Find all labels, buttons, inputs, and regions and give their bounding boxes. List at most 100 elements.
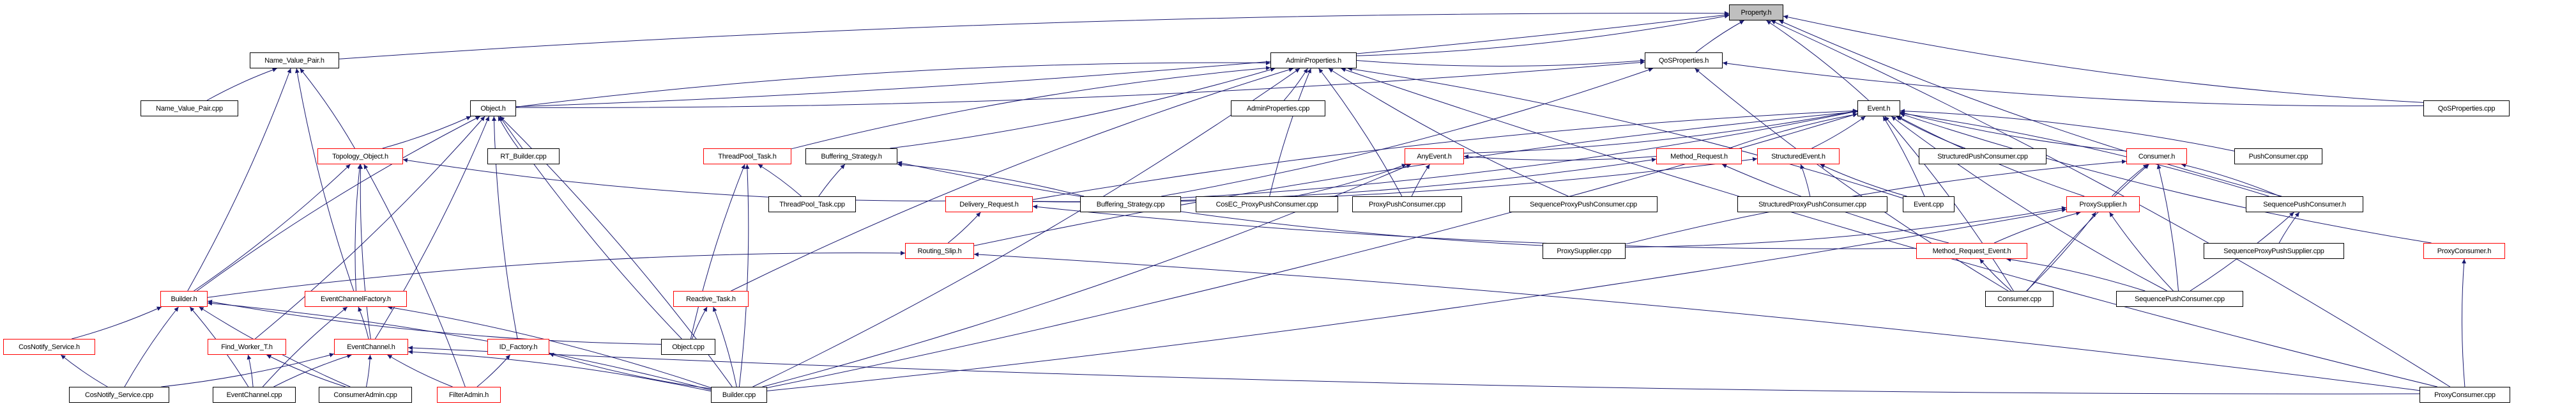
graph-node-threadpool-task-cpp[interactable]: ThreadPool_Task.cpp (768, 196, 856, 212)
node-label: Find_Worker_T.h (221, 343, 273, 351)
graph-node-find-worker-t-h[interactable]: Find_Worker_T.h (208, 339, 286, 355)
graph-node-qosproperties-h[interactable]: QoSProperties.h (1645, 52, 1723, 68)
edge-qosproperties-cpp-to-property-h (1783, 15, 2424, 103)
edge-structuredpushconsumer-cpp-to-event-h (1896, 116, 1966, 149)
node-label: SequencePushConsumer.h (2263, 200, 2346, 208)
graph-node-consumer-h[interactable]: Consumer.h (2126, 148, 2187, 164)
graph-node-pushconsumer-cpp[interactable]: PushConsumer.cpp (2234, 148, 2322, 164)
edge-threadpool-task-cpp-to-buffering-strategy-h (818, 164, 846, 197)
node-label: Reactive_Task.h (686, 295, 736, 303)
graph-node-buffering-strategy-cpp[interactable]: Buffering_Strategy.cpp (1080, 196, 1181, 212)
edge-proxyconsumer-cpp-to-eventchannel-h (408, 345, 2420, 394)
graph-node-event-h[interactable]: Event.h (1857, 100, 1900, 116)
node-label: StructuredProxyPushConsumer.cpp (1758, 200, 1866, 208)
graph-node-adminproperties-cpp[interactable]: AdminProperties.cpp (1231, 100, 1325, 116)
edge-proxysupplier-cpp-to-proxysupplier-h (1625, 206, 2067, 248)
edge-buffering-strategy-cpp-to-event-h (1180, 109, 1858, 198)
edge-find-worker-t-h-to-object-h (255, 116, 485, 340)
graph-node-proxypushconsumer-cpp[interactable]: ProxyPushConsumer.cpp (1352, 196, 1462, 212)
edge-object-cpp-to-reactive-task-h (691, 306, 708, 340)
graph-node-reactive-task-h[interactable]: Reactive_Task.h (673, 291, 749, 307)
graph-node-topology-object-h[interactable]: Topology_Object.h (317, 148, 403, 164)
graph-node-property-h: Property.h (1729, 4, 1783, 20)
graph-node-name-value-pair-h[interactable]: Name_Value_Pair.h (250, 52, 339, 68)
node-label: Name_Value_Pair.cpp (156, 104, 223, 113)
edge-eventchannel-cpp-to-eventchannelfactory-h (262, 306, 348, 387)
edge-builder-cpp-to-reactive-task-h (712, 306, 737, 387)
node-label: CosNotify_Service.h (19, 343, 80, 351)
graph-node-proxyconsumer-h[interactable]: ProxyConsumer.h (2423, 243, 2505, 259)
node-label: Delivery_Request.h (959, 200, 1019, 208)
edge-qosproperties-cpp-to-qosproperties-h (1722, 61, 2424, 107)
graph-node-object-h[interactable]: Object.h (470, 100, 516, 116)
graph-node-delivery-request-h[interactable]: Delivery_Request.h (945, 196, 1033, 212)
graph-node-proxysupplier-h[interactable]: ProxySupplier.h (2066, 196, 2140, 212)
graph-node-qosproperties-cpp[interactable]: QoSProperties.cpp (2423, 100, 2510, 116)
graph-node-eventchannel-h[interactable]: EventChannel.h (334, 339, 408, 355)
graph-node-sequencepushconsumer-h[interactable]: SequencePushConsumer.h (2246, 196, 2363, 212)
graph-node-builder-h[interactable]: Builder.h (160, 291, 208, 307)
graph-node-cosnotify-service-cpp[interactable]: CosNotify_Service.cpp (69, 387, 169, 403)
graph-node-eventchannelfactory-h[interactable]: EventChannelFactory.h (305, 291, 407, 307)
graph-node-method-request-h[interactable]: Method_Request.h (1656, 148, 1742, 164)
edge-proxyconsumer-cpp-to-routing-slip-h (973, 252, 2420, 391)
graph-node-consumeradmin-cpp[interactable]: ConsumerAdmin.cpp (319, 387, 412, 403)
edge-builder-h-to-topology-object-h (194, 164, 351, 292)
edge-sequencepushconsumer-h-to-consumer-h (2181, 163, 2280, 197)
graph-node-rt-builder-cpp[interactable]: RT_Builder.cpp (487, 148, 560, 164)
edge-sequencepushconsumer-cpp-to-method-request-event-h (2006, 257, 2145, 292)
node-label: ProxyConsumer.cpp (2434, 391, 2496, 399)
edge-delivery-request-h-to-event-h (1032, 108, 1858, 200)
graph-node-method-request-event-h[interactable]: Method_Request_Event.h (1916, 243, 2027, 259)
node-label: Builder.cpp (722, 391, 756, 399)
edge-proxyconsumer-cpp-to-property-h (1771, 20, 2451, 387)
graph-node-consumer-cpp[interactable]: Consumer.cpp (1985, 291, 2054, 307)
graph-node-filteradmin-h[interactable]: FilterAdmin.h (437, 387, 501, 403)
graph-node-name-value-pair-cpp[interactable]: Name_Value_Pair.cpp (141, 100, 238, 116)
graph-node-buffering-strategy-h[interactable]: Buffering_Strategy.h (805, 148, 897, 164)
edge-routing-slip-h-to-delivery-request-h (947, 212, 981, 244)
node-label: FilterAdmin.h (448, 391, 489, 399)
edge-qosproperties-h-to-property-h (1695, 20, 1744, 53)
node-label: Property.h (1741, 8, 1772, 17)
graph-node-eventchannel-cpp[interactable]: EventChannel.cpp (213, 387, 296, 403)
graph-node-event-cpp[interactable]: Event.cpp (1903, 196, 1955, 212)
graph-node-proxysupplier-cpp[interactable]: ProxySupplier.cpp (1543, 243, 1626, 259)
graph-node-adminproperties-h[interactable]: AdminProperties.h (1270, 52, 1357, 68)
edge-consumer-cpp-to-proxysupplier-h (2026, 212, 2096, 292)
graph-node-object-cpp[interactable]: Object.cpp (661, 339, 715, 355)
graph-node-structuredevent-h[interactable]: StructuredEvent.h (1757, 148, 1840, 164)
node-label: QoSProperties.cpp (2437, 104, 2496, 113)
edge-filteradmin-h-to-topology-object-h (363, 164, 466, 387)
edge-threadpool-task-cpp-to-threadpool-task-h (758, 164, 802, 197)
edge-structuredevent-h-to-event-h (1811, 116, 1866, 149)
graph-node-structuredpushconsumer-cpp[interactable]: StructuredPushConsumer.cpp (1919, 148, 2046, 164)
edge-sequencepushconsumer-cpp-to-event-h (1891, 116, 2167, 292)
node-label: Name_Value_Pair.h (264, 56, 324, 65)
graph-node-id-factory-h[interactable]: ID_Factory.h (487, 339, 549, 355)
graph-node-structuredproxypushconsumer-cpp[interactable]: StructuredProxyPushConsumer.cpp (1737, 196, 1887, 212)
graph-node-routing-slip-h[interactable]: Routing_Slip.h (905, 243, 974, 259)
edge-method-request-h-to-event-h (1728, 113, 1858, 149)
edge-topology-object-h-to-object-h (382, 116, 471, 149)
node-label: Event.h (1867, 104, 1891, 113)
graph-node-cosec-proxypushconsumer-cpp[interactable]: CosEC_ProxyPushConsumer.cpp (1196, 196, 1338, 212)
node-label: RT_Builder.cpp (500, 152, 547, 160)
graph-node-sequenceproxypushconsumer-cpp[interactable]: SequenceProxyPushConsumer.cpp (1509, 196, 1658, 212)
graph-node-sequenceproxypushsupplier-cpp[interactable]: SequenceProxyPushSupplier.cpp (2204, 243, 2344, 259)
edge-event-cpp-to-structuredevent-h (1820, 164, 1907, 197)
edge-consumer-cpp-to-consumer-h (2027, 164, 2149, 292)
graph-node-cosnotify-service-h[interactable]: CosNotify_Service.h (3, 339, 95, 355)
edge-builder-cpp-to-eventchannel-h (408, 349, 712, 392)
edge-rt-builder-cpp-to-object-h (498, 116, 519, 149)
edge-adminproperties-cpp-to-adminproperties-h (1283, 68, 1308, 101)
graph-node-threadpool-task-h[interactable]: ThreadPool_Task.h (703, 148, 791, 164)
edge-method-request-event-h-to-proxysupplier-h (1993, 211, 2081, 244)
graph-node-proxyconsumer-cpp[interactable]: ProxyConsumer.cpp (2420, 387, 2510, 403)
node-label: SequenceProxyPushConsumer.cpp (1530, 200, 1637, 208)
edge-consumeradmin-cpp-to-eventchannel-h (366, 354, 372, 387)
graph-node-sequencepushconsumer-cpp[interactable]: SequencePushConsumer.cpp (2116, 291, 2243, 307)
graph-node-anyevent-h[interactable]: AnyEvent.h (1405, 148, 1464, 164)
graph-node-builder-cpp[interactable]: Builder.cpp (711, 387, 767, 403)
edge-sequencepushconsumer-cpp-to-proxysupplier-h (2109, 212, 2174, 292)
